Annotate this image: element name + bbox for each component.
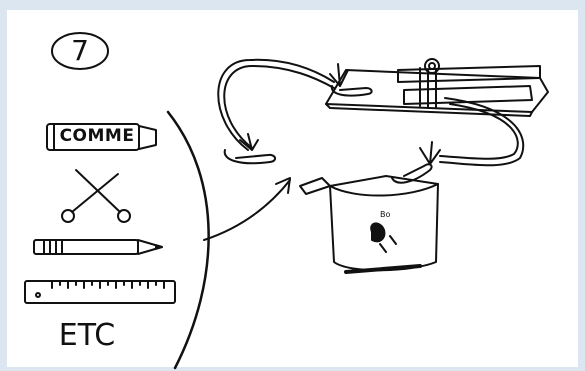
scissors-icon (62, 170, 130, 222)
paperclip-can (392, 142, 440, 183)
arrow-icon (204, 178, 290, 240)
paperclip-left (225, 134, 275, 163)
clothespin (398, 59, 540, 108)
ruler-icon (25, 281, 175, 303)
can (300, 176, 438, 272)
eraser-label: COMME (57, 125, 137, 147)
step-number: 7 (52, 33, 108, 69)
can-text: Bo (380, 209, 396, 221)
paperclip-board (330, 64, 372, 96)
divider-curve (168, 112, 209, 368)
etc-label: ETC (22, 316, 152, 356)
wire (218, 60, 334, 150)
pencil-icon (34, 240, 162, 254)
